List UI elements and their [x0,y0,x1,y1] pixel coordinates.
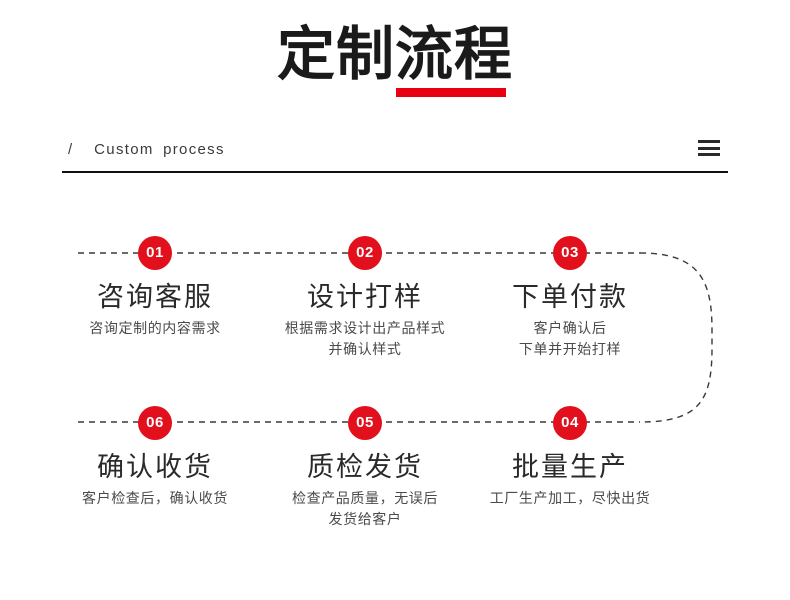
step-badge-03: 03 [553,236,587,270]
step-badge-05: 05 [348,406,382,440]
step-badge-04: 04 [553,406,587,440]
step-desc-03-line1: 客户确认后 [533,320,607,336]
process-flow: 01 咨询客服 咨询定制的内容需求 02 设计打样 根据需求设计出产品样式 并确… [0,185,790,600]
step-badge-06: 06 [138,406,172,440]
step-desc-03-line2: 下单并开始打样 [518,341,622,357]
step-desc-06: 客户检查后，确认收货 [40,488,270,509]
step-badge-01: 01 [138,236,172,270]
step-desc-06-line1: 客户检查后，确认收货 [82,490,228,506]
step-desc-02-line1: 根据需求设计出产品样式 [284,320,446,336]
subtitle-row: / Custom process [62,128,728,170]
step-desc-03: 客户确认后 下单并开始打样 [455,318,685,360]
step-desc-01-line1: 咨询定制的内容需求 [89,320,221,336]
page-header: 定制流程 / Custom process [0,0,790,185]
title-underline-accent [396,88,506,97]
step-desc-02-line2: 并确认样式 [328,341,402,357]
step-desc-04-line1: 工厂生产加工，尽快出货 [489,490,651,506]
step-title-01: 咨询客服 [97,282,213,312]
connector-curve-right [639,252,713,423]
hamburger-icon[interactable] [698,140,720,156]
step-desc-01: 咨询定制的内容需求 [40,318,270,339]
subtitle-divider [62,171,728,173]
step-desc-05-line2: 发货给客户 [328,511,402,527]
subtitle-english-label: Custom process [94,140,225,158]
page-title: 定制流程 [276,22,513,87]
slash-separator: / [68,140,73,158]
step-title-04: 批量生产 [512,452,628,482]
step-desc-04: 工厂生产加工，尽快出货 [455,488,685,509]
step-desc-05: 检查产品质量，无误后 发货给客户 [250,488,480,530]
step-title-05: 质检发货 [307,452,423,482]
step-title-03: 下单付款 [512,282,628,312]
hamburger-bar-3 [698,153,720,156]
step-badge-02: 02 [348,236,382,270]
step-desc-02: 根据需求设计出产品样式 并确认样式 [250,318,480,360]
flow-connector-lines [78,252,713,423]
subtitle-bar: / Custom process [62,128,728,178]
hamburger-bar-1 [698,140,720,143]
step-desc-05-line1: 检查产品质量，无误后 [292,490,438,506]
hamburger-bar-2 [698,146,720,150]
step-title-02: 设计打样 [307,282,423,312]
step-title-06: 确认收货 [97,452,213,482]
